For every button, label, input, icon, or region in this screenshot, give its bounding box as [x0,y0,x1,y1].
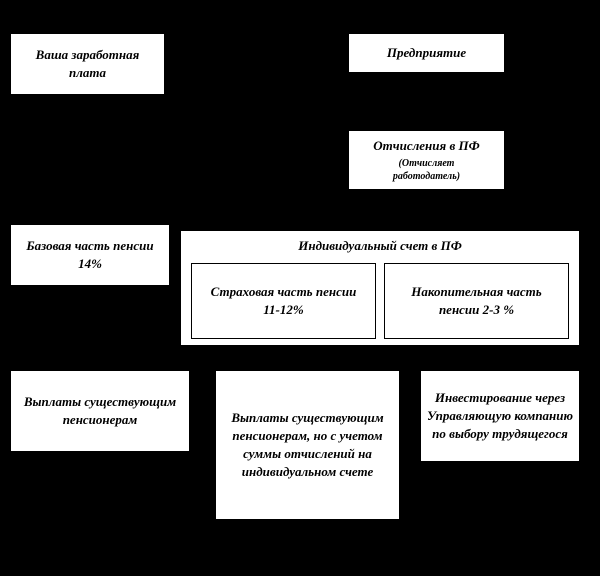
payments-with-account-label: Выплаты существующим пенсионерам, но с у… [231,409,384,480]
payments-existing-pensioners-box: Выплаты существующим пенсионерам [10,370,190,452]
base-pension-part-label: Базовая часть пенсии 14% [26,237,154,271]
individual-account-parts: Страховая часть пенсии 11-12% Накопитель… [181,263,579,339]
payments-existing-pensioners-label: Выплаты существующим пенсионерам [23,393,177,427]
individual-account-box: Индивидуальный счет в ПФ Страховая часть… [180,230,580,346]
funded-part-label: Накопительная часть пенсии 2-3 % [411,283,542,317]
base-pension-part-box: Базовая часть пенсии 14% [10,224,170,286]
contributions-note: (Отчисляет работодатель) [392,157,461,182]
enterprise-label: Предприятие [386,44,467,60]
investment-management-label: Инвестирование через Управляющую компани… [427,389,573,442]
contributions-label: Отчисления в ПФ [373,138,480,154]
insurance-part-box: Страховая часть пенсии 11-12% [191,263,376,339]
salary-box: Ваша заработная плата [10,33,165,95]
investment-management-box: Инвестирование через Управляющую компани… [420,370,580,462]
pension-fund-contributions-box: Отчисления в ПФ (Отчисляет работодатель) [348,130,505,190]
salary-label: Ваша заработная плата [35,46,140,80]
insurance-part-label: Страховая часть пенсии 11-12% [210,283,357,317]
individual-account-title: Индивидуальный счет в ПФ [298,238,462,253]
payments-with-account-box: Выплаты существующим пенсионерам, но с у… [215,370,400,520]
funded-part-box: Накопительная часть пенсии 2-3 % [384,263,569,339]
enterprise-box: Предприятие [348,33,505,73]
